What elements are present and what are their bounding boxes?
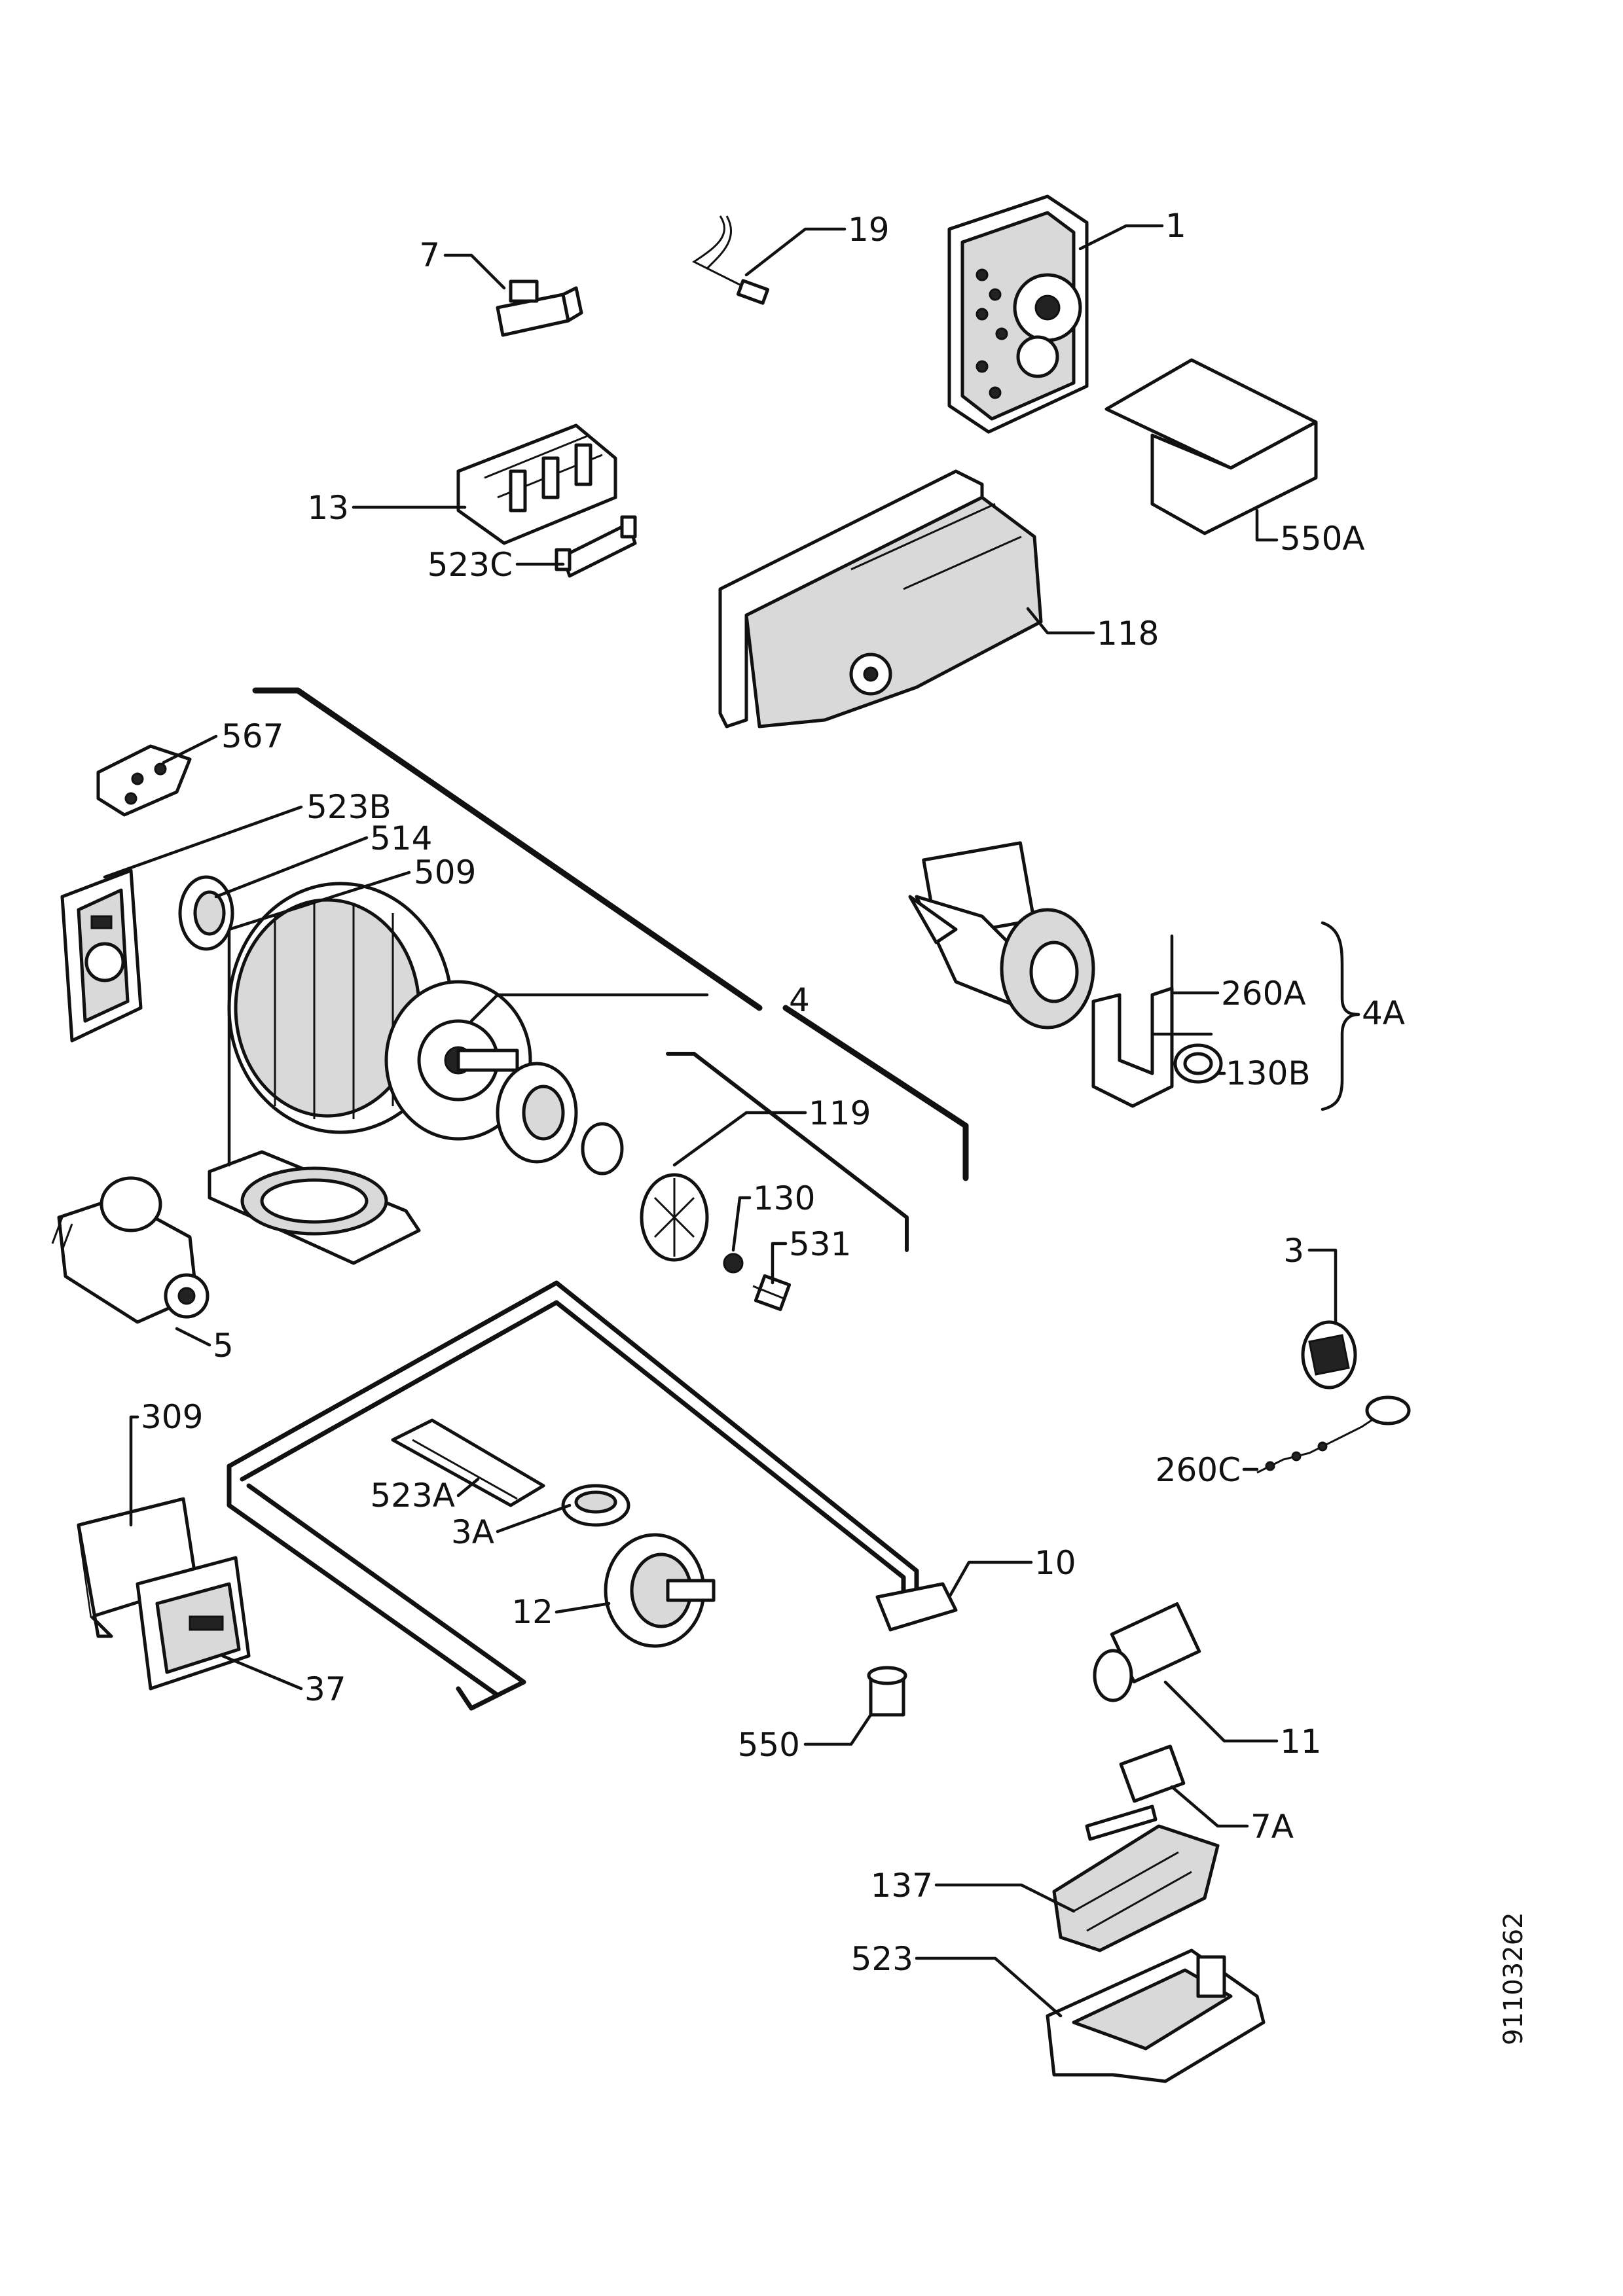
callout-label-motor-stator: 509 <box>414 853 476 891</box>
part-1-timer <box>947 194 1089 434</box>
callout-label-motor-assembly: 4 <box>789 981 810 1019</box>
part-550-nut <box>867 1666 907 1717</box>
part-13-switch-block <box>456 423 617 545</box>
part-3a-thermostat <box>561 1484 630 1527</box>
part-567-plate <box>96 744 192 817</box>
callout-label-support: 523 <box>851 1940 913 1978</box>
callout-label-switch: 7 <box>419 236 440 274</box>
part-3-thermostat <box>1301 1320 1357 1390</box>
part-260c-clip-chain <box>1256 1395 1411 1474</box>
part-514-bearing <box>178 875 234 951</box>
assembly-axis-lines <box>252 687 969 1252</box>
part-130-oring <box>723 1253 744 1274</box>
callout-label-timer: 1 <box>1165 207 1186 245</box>
callout-label-switch-block: 13 <box>307 489 349 527</box>
callout-label-bracket: 523B <box>306 788 392 826</box>
part-550a-cover <box>1104 358 1318 535</box>
callout-label-screw: 531 <box>789 1225 851 1263</box>
callout-label-sensor-wire: 19 <box>848 211 890 249</box>
callout-leaders <box>103 224 1338 2018</box>
callout-label-relay: 37 <box>304 1670 346 1708</box>
drawing-number: 91103262 <box>1499 1912 1529 2045</box>
callout-label-bracket: 523A <box>370 1477 455 1515</box>
part-labels: 171913523C550A118567523B5145094119130531… <box>141 207 1405 1978</box>
part-7a-microswitch <box>1085 1744 1186 1841</box>
part-523-support <box>1046 1948 1266 2083</box>
callout-label-nut: 550 <box>738 1726 800 1764</box>
callout-label-cover: 550A <box>1280 520 1365 558</box>
callout-label-bearing: 514 <box>370 819 432 857</box>
callout-label-plate: 567 <box>221 717 283 755</box>
part-509-motor-stator <box>227 882 532 1141</box>
callout-label-thermostat: 3 <box>1283 1232 1304 1270</box>
callout-label-filter: 137 <box>871 1867 933 1905</box>
callout-label-bracket: 523C <box>428 546 513 584</box>
callout-label-clip-chain: 260C <box>1156 1451 1241 1489</box>
callout-label-pump-group: 119 <box>809 1094 871 1132</box>
part-523b-bracket <box>60 869 143 1043</box>
part-11-capacitor <box>1093 1602 1201 1702</box>
callout-label-heating-element: 10 <box>1034 1544 1076 1582</box>
part-523c-bracket <box>555 515 637 578</box>
part-260a-clip <box>1091 986 1174 1108</box>
part-118-housing <box>718 469 1043 728</box>
callout-label-microswitch: 7A <box>1250 1808 1294 1846</box>
part-130b-oring <box>1173 1043 1223 1084</box>
callout-label-o-ring: 130 <box>753 1179 815 1217</box>
part-10-heating-element <box>227 1280 958 1711</box>
callout-label-clip: 260A <box>1221 975 1306 1013</box>
callout-label-control-panel-housing: 118 <box>1097 615 1159 653</box>
callout-label-o-ring: 130B <box>1226 1054 1311 1092</box>
callout-label-cover: 309 <box>141 1398 203 1436</box>
part-119-pump-group <box>496 1062 709 1262</box>
part-37-relay <box>136 1556 251 1691</box>
callout-label-capacitor: 11 <box>1280 1723 1322 1761</box>
part-12-fan <box>604 1533 716 1648</box>
callout-label-valve: 5 <box>213 1327 234 1365</box>
part-531-screw <box>752 1274 792 1312</box>
bracket-4a <box>1321 921 1360 1111</box>
callout-label-pump-assembly: 4A <box>1362 994 1405 1032</box>
part-5-valve <box>51 1176 210 1324</box>
callout-label-fan: 12 <box>511 1593 553 1631</box>
part-19-sensor-wire <box>692 215 770 305</box>
part-gasket <box>208 1150 421 1265</box>
callout-label-thermostat: 3A <box>451 1513 494 1551</box>
part-137-filter <box>1052 1824 1220 1952</box>
part-4a-pump <box>908 841 1095 1030</box>
part-7-switch <box>496 279 583 337</box>
